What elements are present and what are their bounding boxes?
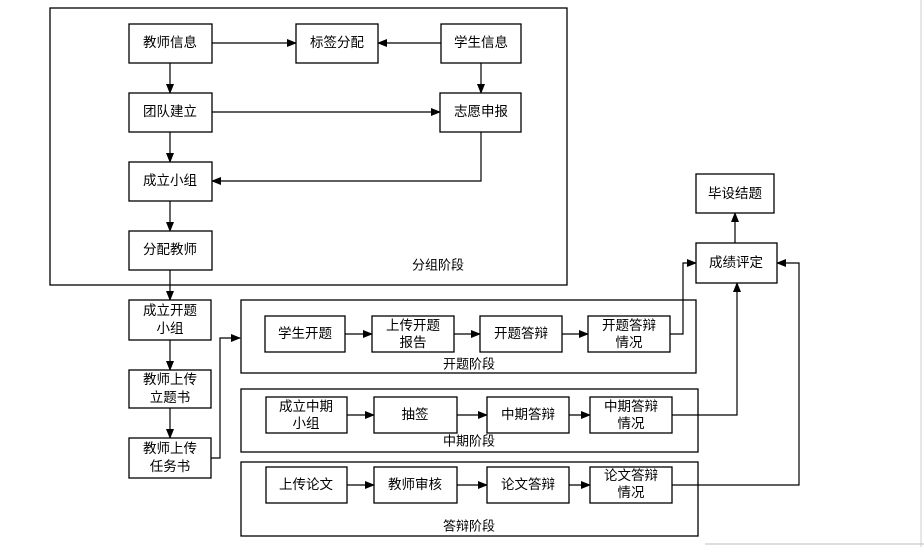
- node-upload-topic-line2: 立题书: [150, 390, 191, 406]
- node-proposal-group-line1: 成立开题: [143, 303, 197, 319]
- node-mid-defense: 中期答辩: [486, 396, 570, 434]
- node-grade-eval-label: 成绩评定: [709, 255, 763, 271]
- node-thesis-result-line2: 情况: [618, 485, 646, 501]
- group-label-proposal: 开题阶段: [443, 358, 495, 373]
- node-teacher-info-label: 教师信息: [143, 34, 197, 51]
- node-upload-report: 上传开题 报告: [371, 315, 455, 353]
- node-form-group-label: 成立小组: [143, 173, 197, 189]
- node-upload-topic-line1: 教师上传: [143, 372, 197, 388]
- node-upload-thesis-label: 上传论文: [279, 477, 333, 493]
- node-proposal-group-line2: 小组: [157, 321, 184, 337]
- node-proposal-group: 成立开题 小组: [128, 299, 212, 341]
- node-student-proposal: 学生开题: [264, 315, 346, 353]
- node-upload-task-line2: 任务书: [150, 459, 191, 475]
- node-proposal-result: 开题答辩 情况: [587, 315, 671, 353]
- node-upload-report-line2: 报告: [400, 335, 427, 351]
- node-upload-task: 教师上传 任务书: [128, 437, 212, 479]
- node-tag-assign-label: 标签分配: [310, 34, 364, 51]
- node-draw-lots-label: 抽签: [402, 406, 429, 423]
- node-volunteer-label: 志愿申报: [454, 104, 508, 120]
- node-mid-defense-label: 中期答辩: [501, 406, 555, 423]
- node-mid-result: 中期答辩 情况: [589, 396, 673, 434]
- node-proposal-result-line1: 开题答辩: [602, 317, 656, 334]
- node-assign-teacher: 分配教师: [128, 230, 213, 271]
- group-frame-grouping: [49, 7, 568, 286]
- node-student-proposal-label: 学生开题: [278, 326, 332, 342]
- node-thesis-result: 论文答辩 情况: [589, 466, 673, 504]
- node-mid-result-line1: 中期答辩: [604, 398, 658, 415]
- node-thesis-result-line1: 论文答辩: [604, 467, 658, 484]
- node-upload-topic: 教师上传 立题书: [128, 369, 212, 409]
- node-upload-task-line1: 教师上传: [143, 441, 197, 457]
- node-assign-teacher-label: 分配教师: [143, 242, 197, 258]
- group-label-midterm: 中期阶段: [443, 435, 495, 450]
- group-frame-defense: [240, 461, 699, 537]
- node-thesis-defense: 论文答辩: [486, 466, 570, 504]
- node-team-build-label: 团队建立: [143, 104, 197, 120]
- node-tag-assign: 标签分配: [295, 23, 379, 64]
- node-volunteer: 志愿申报: [439, 92, 522, 133]
- node-mid-group-line2: 小组: [293, 416, 320, 432]
- edge-mid-result-to-grade: [672, 282, 741, 416]
- node-upload-thesis: 上传论文: [265, 466, 348, 504]
- node-student-info-label: 学生信息: [454, 34, 508, 51]
- node-team-build: 团队建立: [128, 92, 213, 133]
- node-mid-result-line2: 情况: [618, 416, 646, 432]
- node-draw-lots: 抽签: [373, 396, 458, 434]
- node-student-info: 学生信息: [440, 23, 522, 64]
- node-teacher-review: 教师审核: [373, 466, 458, 504]
- node-teacher-review-label: 教师审核: [388, 477, 442, 493]
- group-label-defense: 答辩阶段: [443, 519, 495, 535]
- node-proposal-defense-label: 开题答辩: [494, 325, 548, 342]
- group-label-grouping: 分组阶段: [412, 259, 464, 274]
- node-mid-group: 成立中期 小组: [265, 396, 348, 434]
- node-grade-eval: 成绩评定: [695, 242, 778, 284]
- node-mid-group-line1: 成立中期: [279, 399, 333, 415]
- edge-thesis-result-to-grade: [672, 259, 800, 486]
- node-proposal-result-line2: 情况: [616, 335, 644, 351]
- node-final-topic-label: 毕设结题: [708, 186, 762, 202]
- edge-proposal-result-to-grade: [670, 259, 697, 335]
- group-frame-proposal: [240, 299, 697, 374]
- node-thesis-defense-label: 论文答辩: [501, 476, 555, 493]
- node-teacher-info: 教师信息: [128, 23, 213, 64]
- group-frame-midterm: [240, 388, 699, 453]
- node-final-topic: 毕设结题: [695, 173, 775, 214]
- node-proposal-defense: 开题答辩: [479, 315, 563, 353]
- node-upload-report-line1: 上传开题: [386, 318, 440, 334]
- edge-task-to-proposal-stage: [211, 334, 241, 459]
- edge-volunteer-to-group: [211, 132, 482, 185]
- node-form-group: 成立小组: [128, 161, 213, 202]
